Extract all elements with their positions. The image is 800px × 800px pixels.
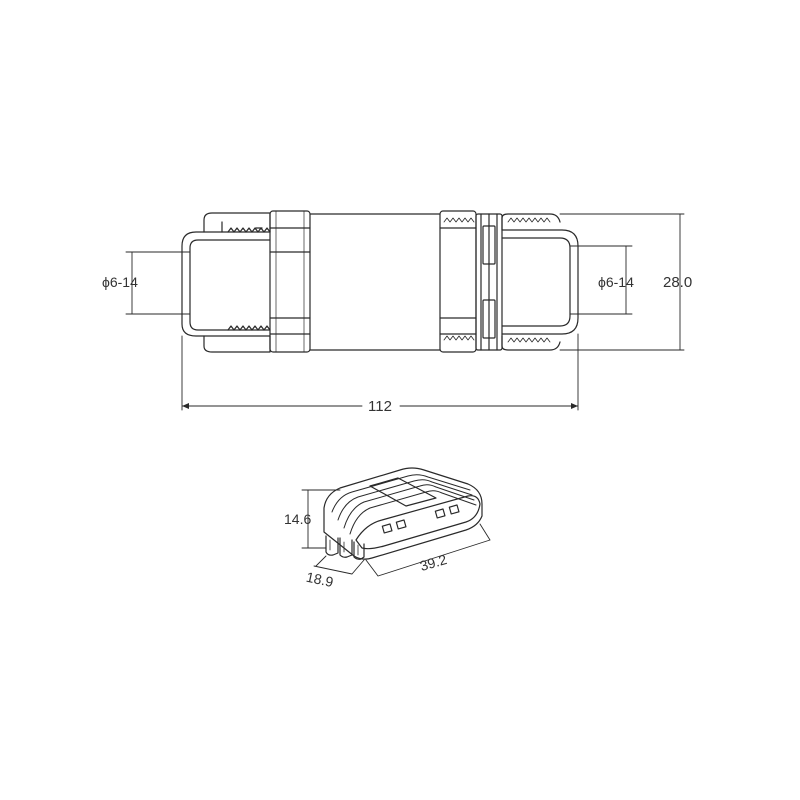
overall-length-label: 112	[368, 398, 392, 415]
block-length-label: 39.2	[418, 551, 449, 574]
right-gland-body	[501, 229, 579, 335]
slot-1	[381, 523, 393, 534]
left-nut	[269, 210, 311, 353]
left-diameter-dim	[125, 251, 191, 315]
right-thread-bottom	[507, 337, 551, 343]
block-length-dim	[365, 523, 491, 577]
wire-entries	[325, 535, 365, 560]
right-gland-cap-bottom	[501, 335, 561, 351]
block-height-label: 14.6	[284, 511, 311, 527]
slot-4	[448, 504, 460, 515]
right-thread-top	[507, 217, 551, 223]
left-gland-body	[181, 231, 271, 337]
connector-side-view	[125, 210, 685, 411]
block-depth-label: 18.9	[305, 569, 335, 590]
left-gland-inner	[189, 239, 271, 331]
right-diameter-dim	[569, 245, 633, 315]
overall-length-dim	[181, 333, 579, 411]
left-thread-bottom	[227, 325, 271, 331]
block-ribs	[331, 474, 477, 535]
slot-2	[395, 519, 407, 530]
terminal-block-view	[301, 467, 491, 577]
right-gland-cap-top	[501, 213, 561, 231]
slot-3	[434, 508, 446, 519]
right-nut	[439, 210, 477, 353]
block-lever	[369, 477, 437, 507]
block-outline	[323, 467, 483, 560]
left-diameter-label: ϕ6-14	[102, 274, 138, 290]
outer-diameter-dim	[559, 213, 685, 351]
left-gland-cap-bottom	[203, 335, 271, 353]
main-housing	[309, 213, 441, 351]
left-thread-top	[227, 227, 271, 233]
right-diameter-label: ϕ6-14	[598, 274, 634, 290]
block-depth-dim	[313, 555, 365, 575]
right-gland-inner	[501, 237, 571, 327]
left-gland-cap-top	[203, 212, 271, 233]
outer-diameter-label: 28.0	[663, 274, 692, 291]
block-height-dim	[301, 489, 341, 549]
block-front-face	[355, 495, 481, 550]
